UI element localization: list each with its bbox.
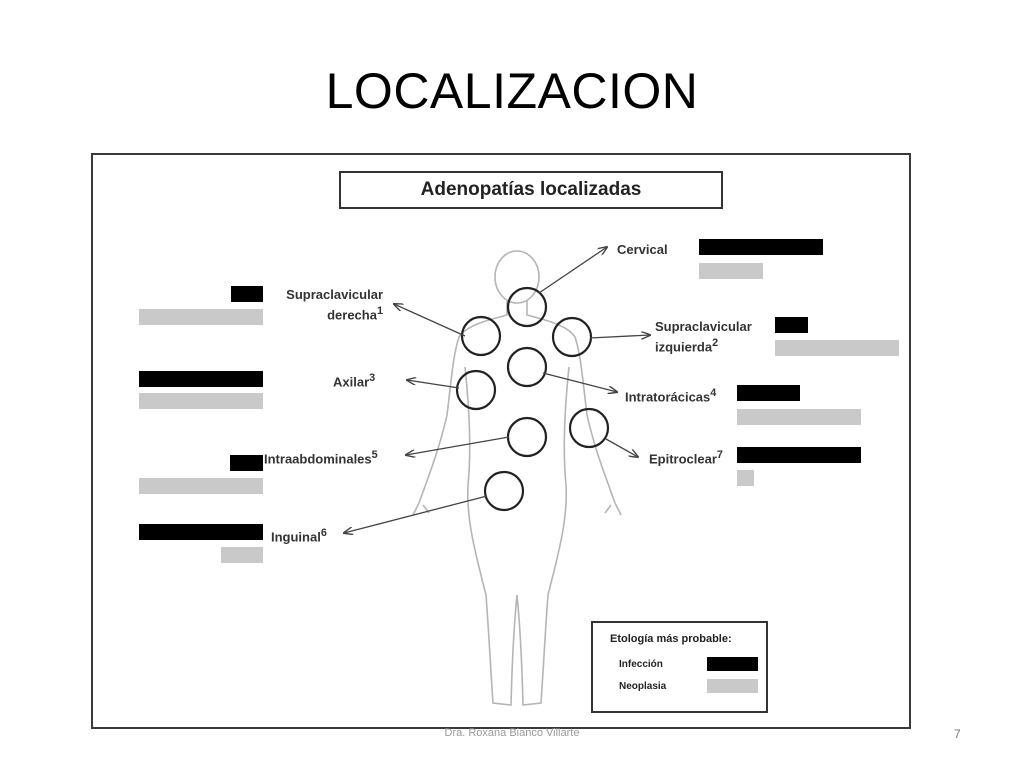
- superscript: 4: [710, 387, 717, 399]
- bar-infeccion-inguinal: [139, 524, 263, 540]
- label-supraclavicular-izquierda: Supraclavicular izquierda2: [655, 318, 752, 355]
- label-text: Intraabdominales: [264, 451, 372, 467]
- label-inguinal: Inguinal6: [271, 525, 327, 545]
- superscript: 3: [369, 372, 376, 384]
- label-axilar: Axilar3: [333, 370, 375, 390]
- footer-author: Dra. Roxana Bianco Villarte: [444, 727, 580, 739]
- bar-infeccion-axilar: [139, 371, 263, 387]
- label-supraclavicular-derecha: Supraclavicular derecha1: [259, 286, 383, 323]
- legend-label-infeccion: Infección: [619, 659, 663, 670]
- body-diagram: [93, 155, 913, 706]
- superscript: 1: [376, 305, 383, 317]
- arrow-inguinal: [344, 495, 488, 533]
- circle-epitroclear: [568, 407, 610, 449]
- legend-label-neoplasia: Neoplasia: [619, 681, 667, 692]
- label-text-line2: derecha: [327, 307, 377, 323]
- superscript: 5: [371, 449, 378, 461]
- figure-title: Adenopatías localizadas: [339, 171, 723, 209]
- diagram-figure: Adenopatías localizadas Cervical Supracl…: [91, 153, 911, 729]
- bar-infeccion-cervical: [699, 239, 823, 255]
- slide-number: 7: [954, 727, 961, 741]
- arrow-intraabdominales: [406, 436, 510, 455]
- label-epitroclear: Epitroclear7: [649, 447, 723, 467]
- bar-infeccion-supraclavicular-izquierda: [775, 317, 808, 333]
- legend: Etología más probable: Infección Neoplas…: [591, 621, 768, 713]
- label-text: Supraclavicular: [655, 319, 752, 334]
- slide-title: LOCALIZACION: [325, 63, 699, 119]
- label-cervical-text: Cervical: [617, 242, 668, 257]
- bar-infeccion-intraabdominales: [230, 455, 263, 471]
- bar-neoplasia-axilar: [139, 393, 263, 409]
- arrow-epitroclear: [605, 438, 638, 457]
- bar-neoplasia-supraclavicular-izquierda: [775, 340, 899, 356]
- bar-infeccion-intratoracicas: [737, 385, 800, 401]
- circle-cervical: [506, 286, 548, 328]
- bar-neoplasia-inguinal: [221, 547, 263, 563]
- arrow-intratoracicas: [542, 372, 617, 392]
- arrow-supraclavicular-izquierda: [589, 335, 650, 338]
- circle-intraabdominales: [506, 416, 548, 458]
- superscript: 2: [712, 337, 719, 349]
- bar-neoplasia-supraclavicular-derecha: [139, 309, 263, 325]
- arrow-supraclavicular-derecha: [394, 304, 466, 337]
- label-text: Intratorácicas: [625, 389, 711, 405]
- circle-supraclavicular-izquierda: [551, 316, 593, 358]
- bar-neoplasia-cervical: [699, 263, 763, 279]
- label-intraabdominales: Intraabdominales5: [264, 447, 378, 467]
- circle-inguinal: [483, 470, 525, 512]
- bar-infeccion-supraclavicular-derecha: [231, 286, 263, 302]
- superscript: 7: [716, 449, 723, 461]
- legend-title: Etología más probable:: [610, 633, 732, 645]
- bar-neoplasia-epitroclear: [737, 470, 754, 486]
- circle-axilar: [455, 369, 497, 411]
- superscript: 6: [320, 527, 327, 539]
- bar-infeccion-epitroclear: [737, 447, 861, 463]
- legend-swatch-infeccion: [707, 657, 758, 671]
- label-text: Axilar: [333, 374, 370, 390]
- arrow-cervical: [538, 247, 607, 294]
- bar-neoplasia-intraabdominales: [139, 478, 263, 494]
- circle-intratoracicas: [506, 346, 548, 388]
- legend-swatch-neoplasia: [707, 679, 758, 693]
- label-cervical: Cervical: [617, 241, 668, 258]
- label-text: Supraclavicular: [286, 287, 383, 302]
- label-text: Epitroclear: [649, 451, 717, 467]
- arrows: [344, 247, 650, 533]
- bar-neoplasia-intratoracicas: [737, 409, 861, 425]
- label-text-line2: izquierda: [655, 339, 713, 355]
- label-intratoracicas: Intratorácicas4: [625, 385, 716, 405]
- arrow-axilar: [407, 380, 460, 389]
- circle-supraclavicular-derecha: [460, 315, 502, 357]
- label-text: Inguinal: [271, 529, 321, 545]
